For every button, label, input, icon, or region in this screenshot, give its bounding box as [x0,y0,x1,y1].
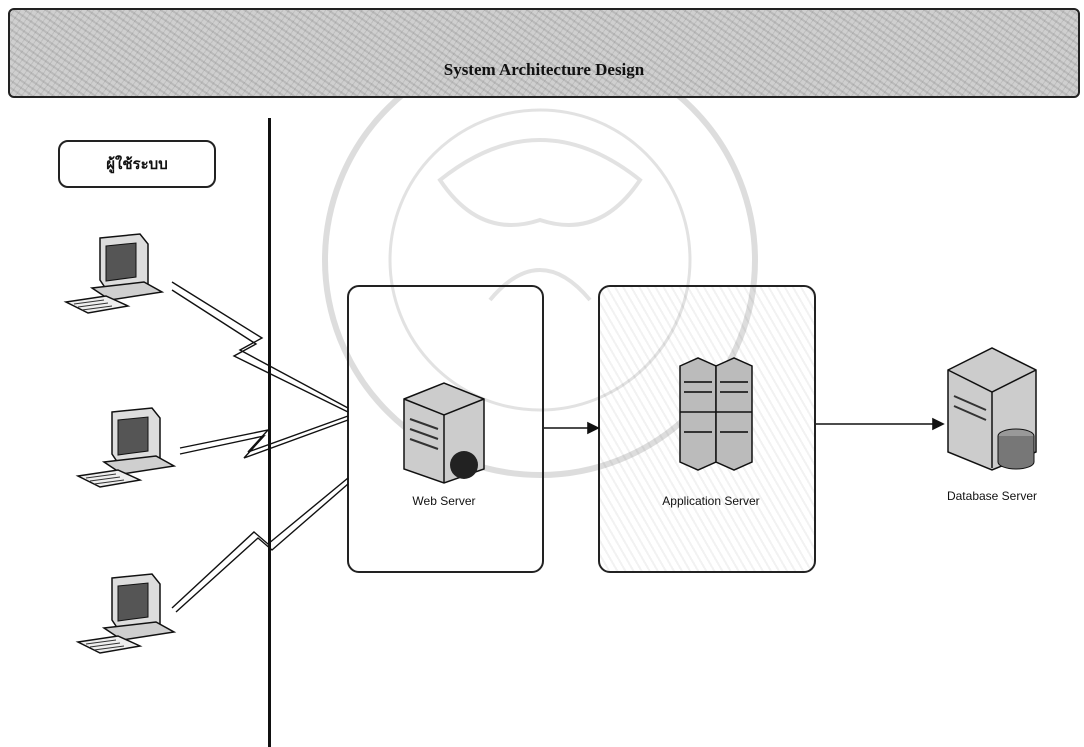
web-server-icon [396,375,492,485]
database-server-icon [940,340,1048,478]
database-server-label: Database Server [930,489,1054,503]
client-3-link [172,478,348,608]
client-1-link [172,282,348,408]
application-server-label: Application Server [646,494,776,508]
application-server-icon [676,352,756,472]
client-computer-2-icon [74,404,184,500]
web-server-label: Web Server [394,494,494,508]
client-2-link [180,416,348,452]
client-computer-1-icon [62,230,172,326]
client-computer-3-icon [74,570,184,666]
